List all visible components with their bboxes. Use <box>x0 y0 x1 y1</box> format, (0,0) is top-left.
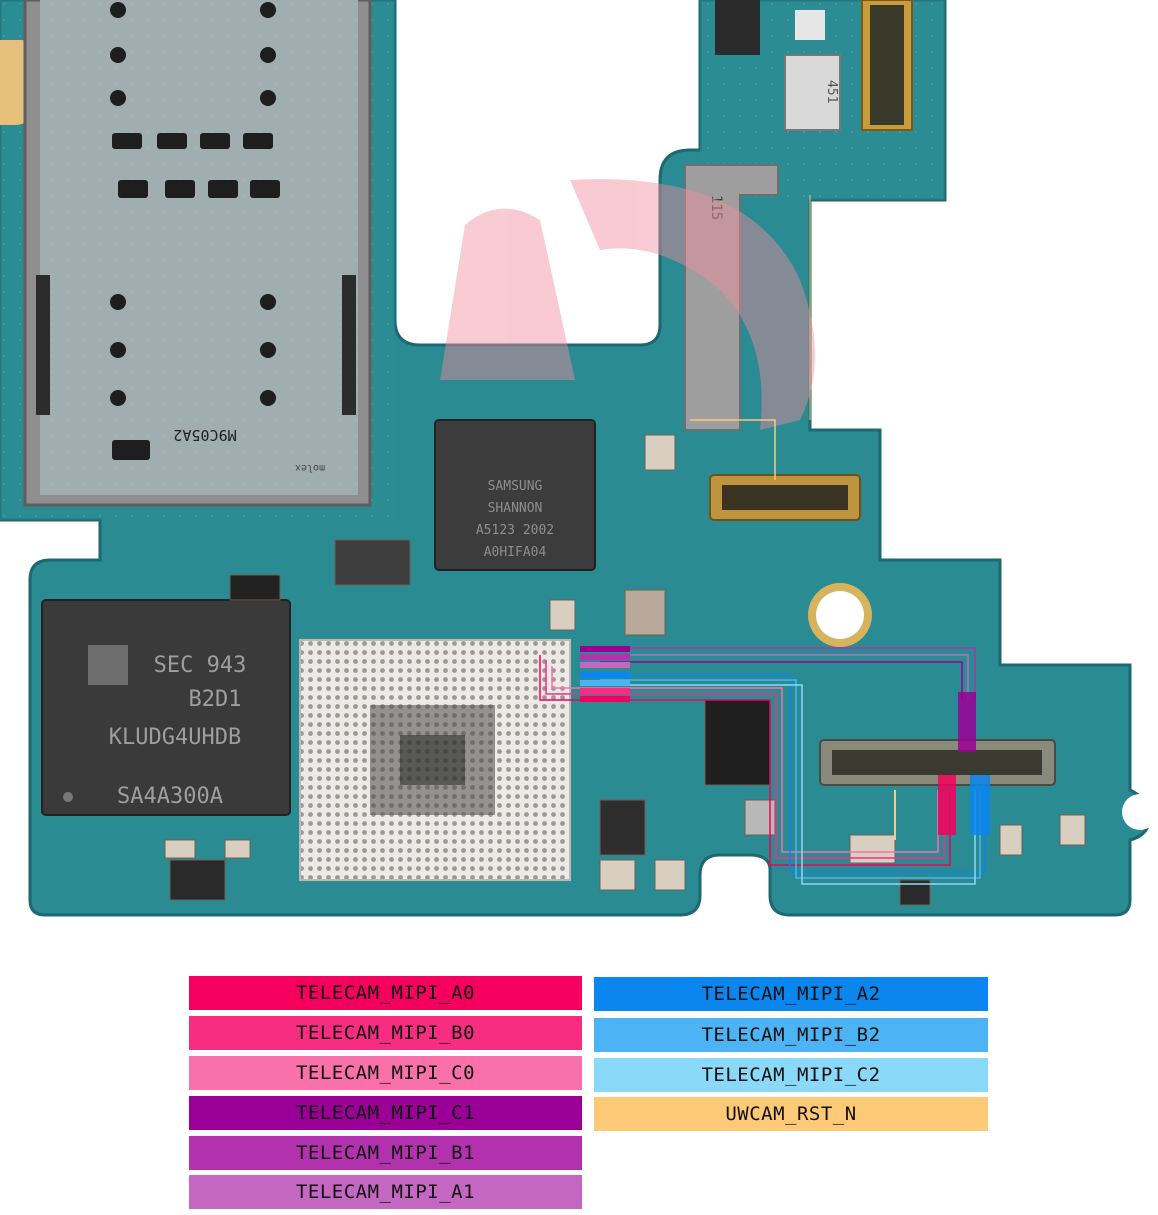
cam-module-label: 451 <box>824 80 839 103</box>
circuit-board-diagram: M9C05A2 molex 451 115 SAMSUNG SHANNON A5… <box>0 0 1152 917</box>
legend-label: TELECAM_MIPI_C1 <box>295 1102 476 1124</box>
legend-label: TELECAM_MIPI_B0 <box>295 1022 476 1044</box>
legend-item: TELECAM_MIPI_C0 <box>189 1056 582 1090</box>
modem-chip: SAMSUNG SHANNON A5123 2002 A0HIFA04 <box>434 419 596 571</box>
legend-label: TELECAM_MIPI_A0 <box>295 982 476 1004</box>
storage-line-4: SA4A300A <box>117 784 223 809</box>
modem-line-1: SAMSUNG <box>488 479 543 494</box>
top-right-components: 451 <box>715 0 913 131</box>
legend-label: TELECAM_MIPI_C2 <box>701 1064 881 1086</box>
signal-traces <box>539 195 986 885</box>
storage-line-1: SEC 943 <box>154 653 247 678</box>
storage-chip: SEC 943 B2D1 KLUDG4UHDB SA4A300A <box>41 599 291 816</box>
sim-tray-label: M9C05A2 <box>173 426 236 444</box>
storage-line-3: KLUDG4UHDB <box>109 725 241 750</box>
legend-label: TELECAM_MIPI_C0 <box>295 1062 476 1084</box>
watermark-logo <box>440 179 815 430</box>
modem-line-4: A0HIFA04 <box>484 545 547 560</box>
storage-line-2: B2D1 <box>189 687 242 712</box>
legend-item: TELECAM_MIPI_A0 <box>189 976 582 1010</box>
sim-card-tray: M9C05A2 molex <box>23 0 372 507</box>
legend-label: UWCAM_RST_N <box>725 1103 857 1125</box>
shield-label: 115 <box>708 195 724 220</box>
signal-test-points <box>580 646 990 835</box>
legend-label: TELECAM_MIPI_B1 <box>295 1142 476 1164</box>
legend-label: TELECAM_MIPI_A2 <box>701 983 881 1005</box>
cpu-bga-pads <box>299 639 571 881</box>
legend-item: TELECAM_MIPI_C1 <box>189 1096 582 1130</box>
sim-brand-label: molex <box>295 462 325 473</box>
legend-item: TELECAM_MIPI_B2 <box>594 1018 988 1052</box>
connector-lower <box>819 739 1056 786</box>
legend-label: TELECAM_MIPI_A1 <box>295 1181 476 1203</box>
modem-line-3: A5123 2002 <box>476 523 554 538</box>
legend-label: TELECAM_MIPI_B2 <box>701 1024 881 1046</box>
shield-bracket: 115 <box>684 164 779 431</box>
connector-upper <box>709 474 861 521</box>
legend-item: TELECAM_MIPI_C2 <box>594 1058 988 1092</box>
legend-item: UWCAM_RST_N <box>594 1097 988 1131</box>
legend-item: TELECAM_MIPI_B1 <box>189 1136 582 1170</box>
legend-item: TELECAM_MIPI_A1 <box>189 1175 582 1209</box>
modem-line-2: SHANNON <box>488 501 543 516</box>
small-components <box>164 434 1086 906</box>
legend-item: TELECAM_MIPI_A2 <box>594 977 988 1011</box>
legend-item: TELECAM_MIPI_B0 <box>189 1016 582 1050</box>
